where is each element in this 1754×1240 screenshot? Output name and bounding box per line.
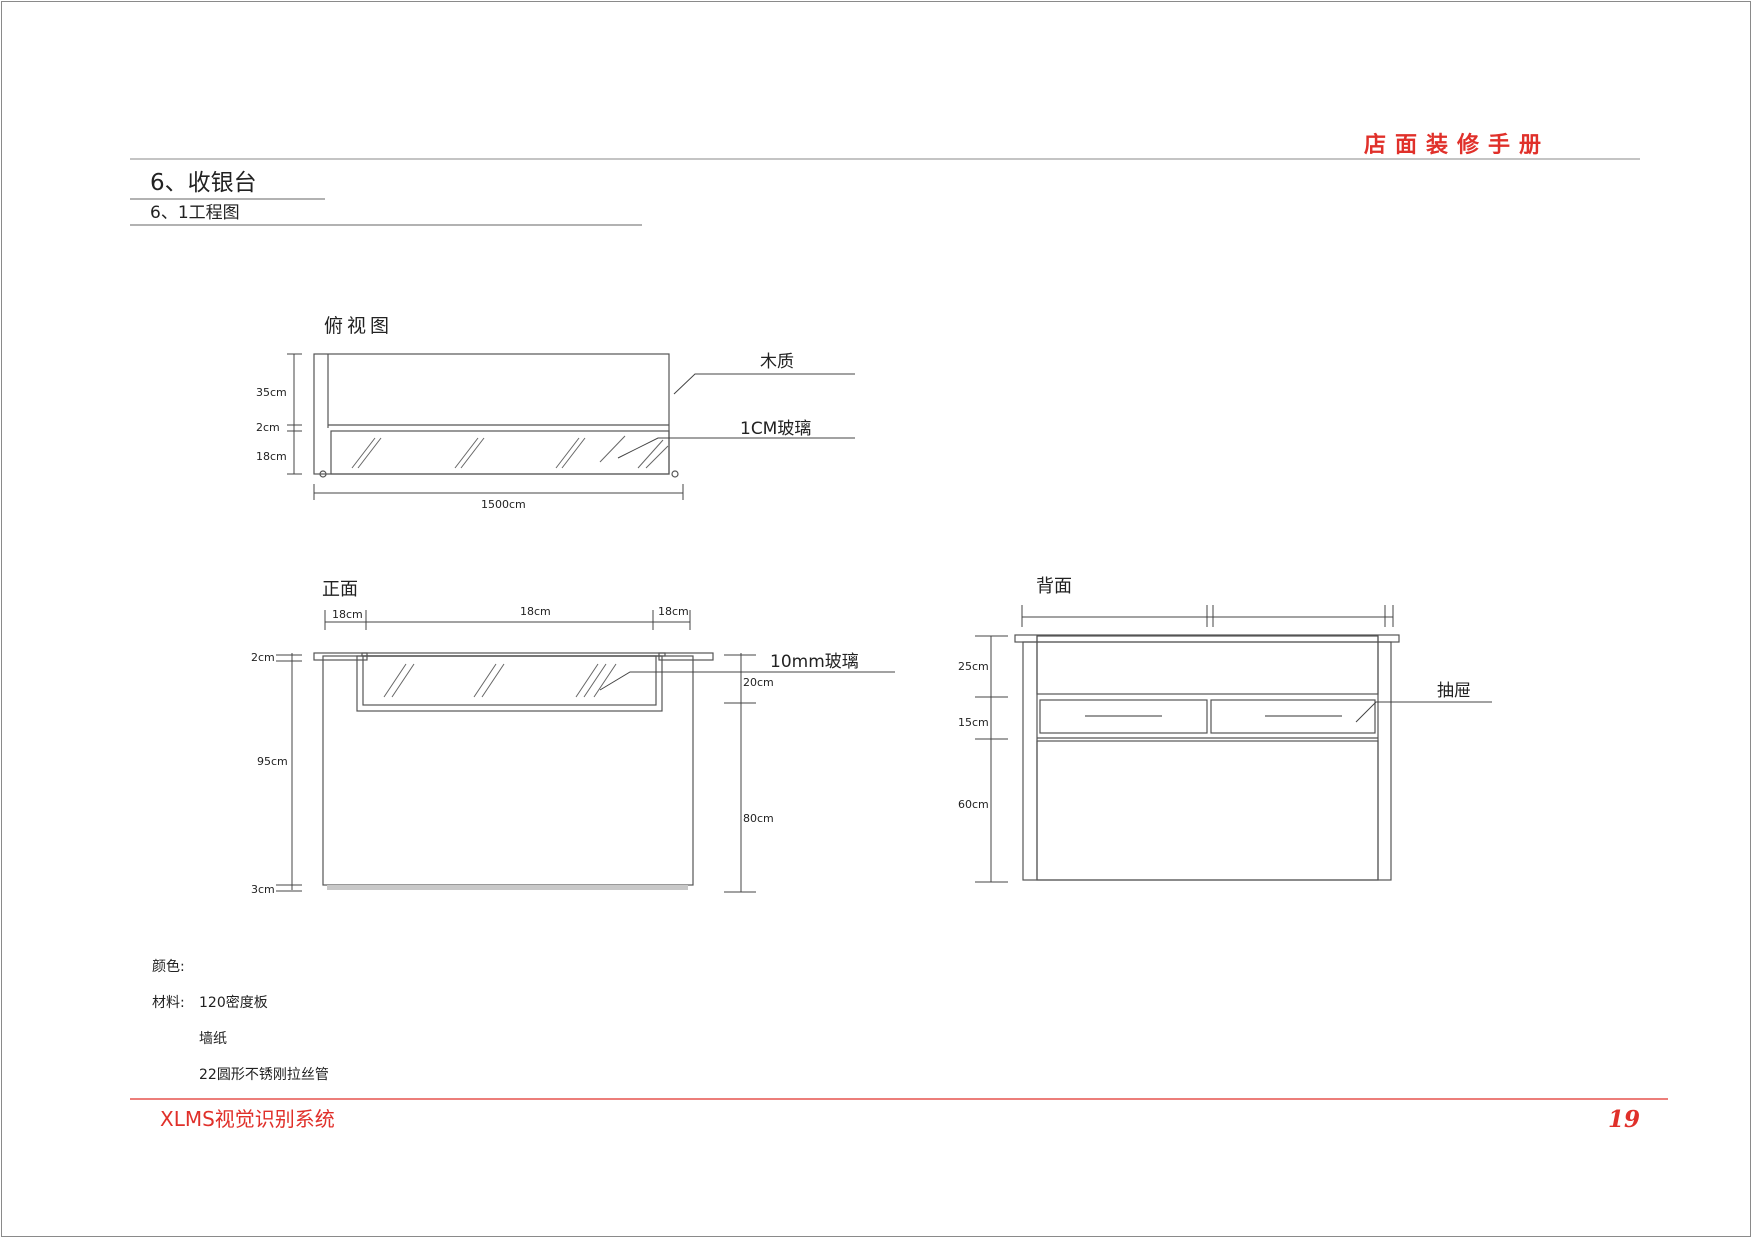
top-dim-35cm: 35cm — [256, 386, 287, 399]
material-label: 材料: — [152, 995, 185, 1011]
back-drawer-right — [1210, 699, 1376, 734]
top-view-glass-panel — [330, 430, 670, 475]
top-view-foot-right — [671, 470, 679, 478]
back-dim-60cm: 60cm — [958, 798, 989, 811]
leader-drawer — [1355, 701, 1492, 723]
label-drawer: 抽屉 — [1437, 681, 1471, 701]
front-dim-80cm: 80cm — [743, 812, 774, 825]
front-glass-hatching — [383, 663, 617, 698]
material-item: 120密度板 — [199, 994, 268, 1011]
front-dim-top-mid: 18cm — [520, 605, 551, 618]
front-dim-95cm: 95cm — [257, 755, 288, 768]
front-glass-frame-inner — [362, 655, 657, 706]
front-dim-2cm: 2cm — [251, 651, 275, 664]
back-upper-cabinet — [1036, 635, 1379, 695]
footer-brand: XLMS视觉识别系统 — [160, 1107, 335, 1131]
top-dim-2cm: 2cm — [256, 421, 280, 434]
material-item: 墙纸 — [199, 1031, 227, 1047]
top-view: 俯视图 木质 1CM玻璃 35cm 2cm 18cm — [256, 315, 855, 511]
front-dim-3cm: 3cm — [251, 883, 275, 896]
back-body — [1022, 641, 1392, 881]
back-view-title: 背面 — [1036, 576, 1072, 597]
manual-title: 店面装修手册 — [1364, 132, 1550, 158]
top-view-title: 俯视图 — [324, 315, 393, 337]
subsection-title: 6、1工程图 — [150, 203, 240, 223]
materials-list: 颜色: 材料: 120密度板 墙纸 22圆形不锈刚拉丝管 — [152, 958, 329, 1083]
leader-wood — [673, 373, 855, 395]
front-body — [322, 655, 694, 886]
top-view-foot-left — [319, 470, 327, 478]
front-dim-top-right: 18cm — [658, 605, 689, 618]
label-10mm-glass: 10mm玻璃 — [770, 652, 859, 672]
front-base-shadow — [327, 885, 688, 890]
label-wood: 木质 — [760, 352, 794, 372]
top-dim-18cm: 18cm — [256, 450, 287, 463]
top-view-glass-hatching — [351, 435, 669, 469]
back-view: 背面 抽屉 25cm 15cm 60cm — [958, 576, 1492, 883]
back-lower-cabinet — [1036, 740, 1379, 881]
material-item: 22圆形不锈刚拉丝管 — [199, 1067, 329, 1083]
back-dim-15cm: 15cm — [958, 716, 989, 729]
back-dim-25cm: 25cm — [958, 660, 989, 673]
front-view-title: 正面 — [322, 579, 358, 600]
leader-1cm-glass — [617, 437, 855, 459]
top-dim-1500cm: 1500cm — [481, 498, 526, 511]
label-1cm-glass: 1CM玻璃 — [740, 419, 811, 439]
page-number: 19 — [1608, 1106, 1640, 1133]
section-title: 6、收银台 — [150, 170, 257, 196]
front-dim-20cm: 20cm — [743, 676, 774, 689]
front-dim-top-left: 18cm — [332, 608, 363, 621]
leader-10mm-glass — [599, 671, 895, 691]
front-view: 正面 18cm 18cm 18cm 10mm玻璃 — [251, 579, 895, 896]
color-label: 颜色: — [152, 958, 185, 975]
back-drawer-left — [1039, 699, 1208, 734]
